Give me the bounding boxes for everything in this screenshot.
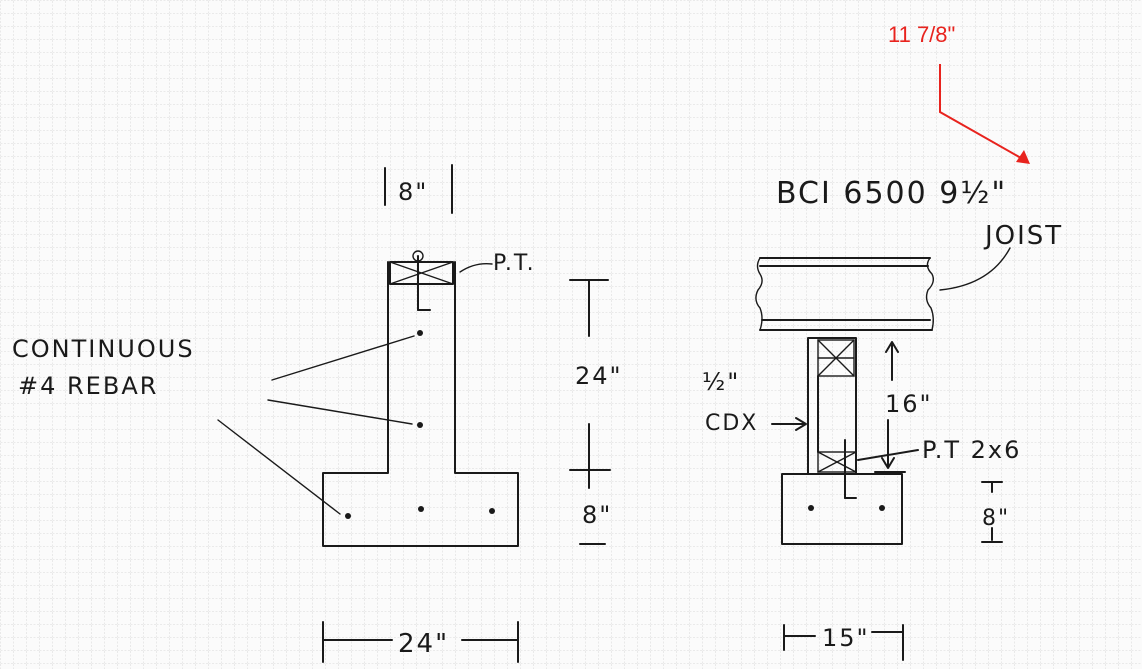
joist-label: JOIST [983, 221, 1063, 251]
corrected-depth-annotation: 11 7/8" [888, 22, 955, 47]
rebar-dot [345, 513, 351, 519]
footing-width-label: 24" [398, 629, 449, 659]
wall-outline [322, 261, 519, 547]
joist-section: 11 7/8" BCI 6500 9½" JOIST [702, 22, 1063, 661]
rebar-label: #4 REBAR [18, 372, 158, 400]
cdx-label: CDX [705, 411, 758, 436]
bci-joist [755, 257, 935, 331]
rebar-dot [417, 422, 423, 428]
joist-title-label: BCI 6500 9½" [776, 176, 1007, 211]
continuous-label: CONTINUOUS [12, 335, 195, 363]
pt-top-label: P.T. [493, 251, 536, 276]
rebar-dot [879, 505, 885, 511]
wall-width-label: 8" [398, 178, 428, 206]
stud-height-label: 16" [885, 390, 933, 418]
footing-height-label: 8" [582, 501, 612, 529]
sill-plate [389, 261, 454, 285]
rebar-dot [418, 506, 424, 512]
stud-wall [807, 337, 857, 499]
right-footing [781, 473, 903, 545]
wall-height-label: 24" [575, 362, 623, 390]
rebar-dot [808, 505, 814, 511]
right-footing-height-label: 8" [982, 506, 1010, 531]
right-footing-width-label: 15" [822, 624, 870, 652]
rebar-dot [489, 508, 495, 514]
pt-2x6-label: P.T 2x6 [922, 436, 1021, 464]
annotation-arrow [939, 64, 1029, 163]
rebar-dot [417, 330, 423, 336]
foundation-wall-section: 8" P.T. CONTINUOUS #4 REBAR 24" 8" [12, 164, 623, 663]
cdx-size-label: ½" [702, 368, 740, 396]
